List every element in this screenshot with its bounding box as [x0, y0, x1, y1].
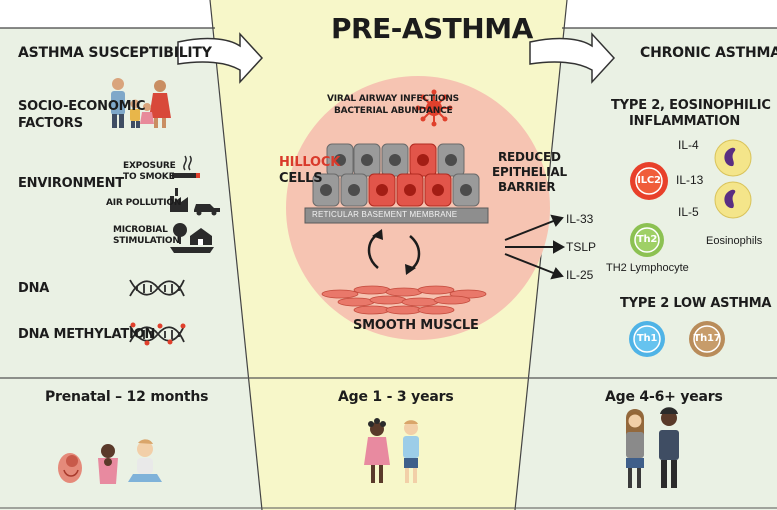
baby-icon	[98, 444, 118, 484]
il4-label: IL-4	[678, 138, 699, 152]
curved-arrow-icon	[529, 32, 616, 84]
barrier-label-1: REDUCED	[498, 150, 561, 164]
farm-icon	[170, 223, 214, 253]
dna-label: DNA	[18, 281, 50, 296]
right-panel	[515, 28, 777, 510]
toddler-icon	[128, 439, 162, 482]
curved-arrow-icon	[177, 32, 264, 84]
timeline-left: Prenatal – 12 months	[45, 389, 209, 405]
eosinophil-cell	[714, 139, 752, 177]
eosinophil-cell	[714, 181, 752, 219]
th17-label: Th17	[693, 333, 721, 344]
viral-label-2: BACTERIAL ABUNDANCE	[334, 106, 453, 116]
th17-cell	[689, 321, 725, 357]
microbial-label-2: STIMULATION	[113, 236, 180, 246]
membrane-label: RETICULAR BASEMENT MEMBRANE	[312, 210, 458, 219]
il5-label: IL-5	[678, 205, 699, 219]
viral-label-1: VIRAL AIRWAY INFECTIONS	[327, 94, 459, 104]
hillock-label-2: CELLS	[279, 171, 323, 186]
barrier-label-3: BARRIER	[498, 180, 556, 194]
il13-label: IL-13	[676, 173, 704, 187]
basement-membrane	[304, 207, 489, 224]
cytokine-il33: IL-33	[566, 212, 594, 226]
right-header: CHRONIC ASTHMA	[640, 45, 777, 61]
dna-icon	[129, 279, 185, 297]
dna-methylation-label: DNA METHYLATION	[18, 327, 156, 342]
smoke-label-2: TO SMOKE	[123, 172, 175, 182]
school-children-icon	[626, 407, 679, 488]
socio-label-1: SOCIO-ECONOMIC	[18, 99, 146, 114]
barrier-label-2: EPITHELIAL	[492, 165, 567, 179]
epithelium-top-row	[326, 143, 465, 177]
hillock-label-1: HILLOCK	[279, 155, 341, 170]
cytokine-tslp: TSLP	[566, 240, 597, 254]
fetus-icon	[58, 453, 82, 483]
eosinophils-label: Eosinophils	[706, 235, 763, 247]
ilc2-cell	[630, 162, 668, 200]
timeline-right: Age 4-6+ years	[605, 389, 723, 405]
environment-label: ENVIRONMENT	[18, 176, 124, 191]
cytokine-il25: IL-25	[566, 268, 594, 282]
th1-cell	[629, 321, 665, 357]
th1-label: Th1	[636, 333, 658, 344]
type2-low-label: TYPE 2 LOW ASTHMA	[620, 296, 772, 311]
methylated-dna-icon	[129, 322, 186, 346]
th2-lymphocyte-label: TH2 Lymphocyte	[606, 262, 689, 274]
smoke-label-1: EXPOSURE	[123, 161, 176, 171]
left-header: ASTHMA SUSCEPTIBILITY	[18, 45, 212, 61]
microbial-label-1: MICROBIAL	[113, 225, 168, 235]
th2-label: Th2	[636, 234, 658, 245]
virus-icon	[415, 89, 453, 127]
type2-label-2: INFLAMMATION	[629, 114, 741, 129]
left-panel	[0, 28, 262, 510]
type2-label-1: TYPE 2, EOSINOPHILIC	[611, 98, 771, 113]
th2-cell	[630, 223, 664, 257]
ilc2-label: ILC2	[637, 175, 661, 186]
socio-label-2: FACTORS	[18, 116, 83, 131]
factory-car-icon	[170, 188, 220, 216]
children-icon	[364, 418, 419, 483]
smooth-muscle-icon	[321, 285, 487, 315]
cytokine-arrows	[504, 214, 566, 280]
air-pollution-label: AIR POLLUTION	[106, 198, 182, 208]
center-header: PRE-ASTHMA	[331, 12, 533, 45]
timeline-center: Age 1 - 3 years	[338, 389, 454, 405]
smooth-muscle-label: SMOOTH MUSCLE	[353, 318, 479, 333]
cigarette-icon	[172, 155, 200, 178]
family-icon	[111, 78, 171, 128]
